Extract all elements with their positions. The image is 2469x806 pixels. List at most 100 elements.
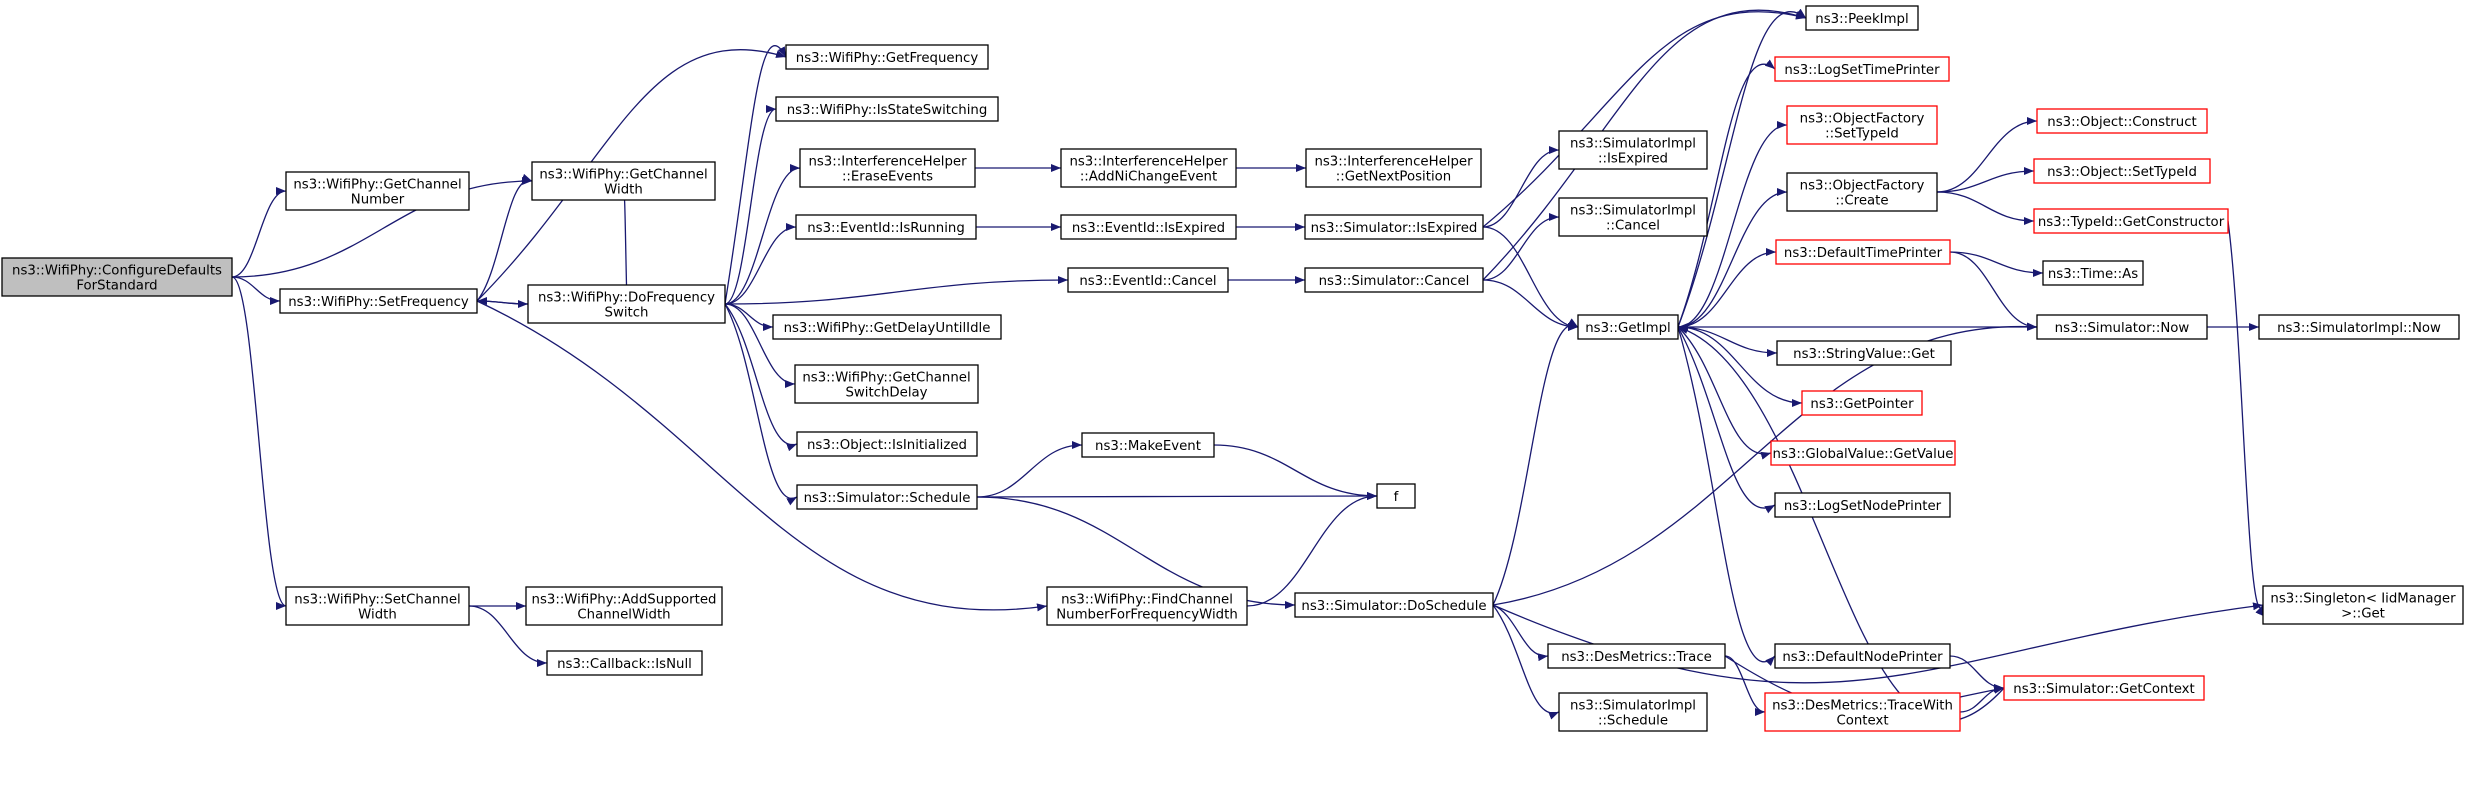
edge-objectfactorycreate-to-typeidgetconstructor: [1936, 191, 2035, 225]
edge-dofrequencyswitch-to-simulatorschedule: [724, 303, 798, 506]
node-logsettimeprinter[interactable]: ns3::LogSetTimePrinter: [1774, 56, 1950, 82]
node-logsetnodeprinter[interactable]: ns3::LogSetNodePrinter: [1774, 492, 1951, 518]
node-label-defaulttimeprinter-line-0: ns3::DefaultTimePrinter: [1784, 246, 1943, 261]
node-isstateswitching[interactable]: ns3::WifiPhy::IsStateSwitching: [775, 96, 999, 122]
node-setfrequency[interactable]: ns3::WifiPhy::SetFrequency: [279, 288, 478, 314]
node-objectisinitialized[interactable]: ns3::Object::IsInitialized: [796, 431, 978, 457]
node-timeas[interactable]: ns3::Time::As: [2042, 260, 2144, 286]
edge-simulatorcancel-to-peekimpl: [1482, 9, 1807, 281]
edge-setfrequency-to-getfrequency: [476, 49, 787, 302]
node-f[interactable]: f: [1376, 483, 1416, 509]
node-configure[interactable]: ns3::WifiPhy::ConfigureDefaultsForStanda…: [1, 257, 233, 297]
node-objectsettypeid[interactable]: ns3::Object::SetTypeId: [2033, 158, 2211, 184]
node-getdelayuntilidle[interactable]: ns3::WifiPhy::GetDelayUntilIdle: [772, 314, 1002, 340]
node-simimplisexpired[interactable]: ns3::SimulatorImpl::IsExpired: [1558, 130, 1708, 170]
node-eventidisexpired[interactable]: ns3::EventId::IsExpired: [1060, 214, 1237, 240]
node-box-getdelayuntilidle: [772, 314, 1002, 340]
edge-configure-to-setfrequency: [231, 276, 281, 305]
node-box-simulatorcancel: [1304, 267, 1484, 293]
node-label-objectsettypeid-line-0: ns3::Object::SetTypeId: [2047, 165, 2197, 180]
node-label-configure-line-0: ns3::WifiPhy::ConfigureDefaults: [12, 264, 222, 279]
node-label-findchannelnumber-line-1: NumberForFrequencyWidth: [1056, 608, 1238, 623]
node-box-interferencenextpos: [1305, 148, 1482, 188]
node-getpointer[interactable]: ns3::GetPointer: [1801, 390, 1923, 416]
node-box-simimplschedule: [1558, 692, 1708, 732]
node-label-desmetricstrace-line-0: ns3::DesMetrics::Trace: [1561, 650, 1712, 665]
node-label-isstateswitching-line-0: ns3::WifiPhy::IsStateSwitching: [787, 103, 988, 118]
edge-dofrequencyswitch-to-eventidcancel: [724, 276, 1069, 305]
edge-objectfactorycreate-to-objectconstruct: [1936, 117, 2038, 193]
node-eventidcancel[interactable]: ns3::EventId::Cancel: [1067, 267, 1229, 293]
node-peekimpl[interactable]: ns3::PeekImpl: [1805, 5, 1919, 31]
node-eventidisrunning[interactable]: ns3::EventId::IsRunning: [795, 214, 977, 240]
node-simulatorgetcontext[interactable]: ns3::Simulator::GetContext: [2003, 675, 2205, 701]
node-objectfactorysettypeid[interactable]: ns3::ObjectFactory::SetTypeId: [1786, 105, 1938, 145]
node-label-dofrequencyswitch-line-1: Switch: [605, 306, 649, 321]
edge-getimpl-to-logsettimeprinter: [1677, 59, 1776, 328]
edge-getimpl-to-peekimpl: [1677, 8, 1807, 328]
node-interferenceaddni[interactable]: ns3::InterferenceHelper::AddNiChangeEven…: [1060, 148, 1237, 188]
node-label-objectfactorysettypeid-line-1: ::SetTypeId: [1825, 127, 1899, 142]
node-box-peekimpl: [1805, 5, 1919, 31]
node-simulatornow[interactable]: ns3::Simulator::Now: [2036, 314, 2208, 340]
node-getfrequency[interactable]: ns3::WifiPhy::GetFrequency: [785, 44, 989, 70]
node-simimplnow[interactable]: ns3::SimulatorImpl::Now: [2258, 314, 2460, 340]
node-label-objectconstruct-line-0: ns3::Object::Construct: [2047, 115, 2196, 130]
edge-dofrequencyswitch-to-getchannelswitchdelay: [724, 303, 796, 388]
node-findchannelnumber[interactable]: ns3::WifiPhy::FindChannelNumberForFreque…: [1046, 586, 1248, 626]
node-simulatorcancel[interactable]: ns3::Simulator::Cancel: [1304, 267, 1484, 293]
node-label-simimplnow-line-0: ns3::SimulatorImpl::Now: [2277, 321, 2441, 336]
node-globalvaluegetvalue[interactable]: ns3::GlobalValue::GetValue: [1770, 440, 1956, 466]
edge-dofrequencyswitch-to-setfrequency: [476, 297, 529, 306]
node-box-typeidgetconstructor: [2033, 208, 2229, 234]
node-label-findchannelnumber-line-0: ns3::WifiPhy::FindChannel: [1061, 593, 1233, 608]
node-box-objectfactorysettypeid: [1786, 105, 1938, 145]
node-typeidgetconstructor[interactable]: ns3::TypeId::GetConstructor: [2033, 208, 2229, 234]
node-callbackisnull[interactable]: ns3::Callback::IsNull: [546, 650, 703, 676]
node-simulatorschedule[interactable]: ns3::Simulator::Schedule: [796, 484, 978, 510]
node-interferencenextpos[interactable]: ns3::InterferenceHelper::GetNextPosition: [1305, 148, 1482, 188]
node-simimplschedule[interactable]: ns3::SimulatorImpl::Schedule: [1558, 692, 1708, 732]
node-box-simulatorgetcontext: [2003, 675, 2205, 701]
node-label-simulatornow-line-0: ns3::Simulator::Now: [2055, 321, 2190, 336]
node-label-f-line-0: f: [1394, 490, 1399, 505]
node-box-simulatornow: [2036, 314, 2208, 340]
edge-dofrequencyswitch-to-getfrequency: [724, 45, 787, 305]
node-objectconstruct[interactable]: ns3::Object::Construct: [2036, 108, 2208, 134]
edge-getimpl-to-logsetnodeprinter: [1677, 326, 1776, 514]
node-box-setchannelwidth: [285, 586, 470, 626]
edge-findchannelnumber-to-f: [1246, 492, 1378, 607]
node-label-addsupportedchannelwidth-line-0: ns3::WifiPhy::AddSupported: [532, 593, 717, 608]
node-box-logsettimeprinter: [1774, 56, 1950, 82]
node-simimplcancel[interactable]: ns3::SimulatorImpl::Cancel: [1558, 197, 1708, 237]
edge-dofrequencyswitch-to-eventidisrunning: [724, 223, 797, 305]
node-simulatordoschedule[interactable]: ns3::Simulator::DoSchedule: [1294, 592, 1494, 618]
node-label-interferenceaddni-line-1: ::AddNiChangeEvent: [1080, 170, 1217, 185]
node-interferenceerase[interactable]: ns3::InterferenceHelper::EraseEvents: [799, 148, 976, 188]
node-label-typeidgetconstructor-line-0: ns3::TypeId::GetConstructor: [2038, 215, 2225, 230]
node-objectfactorycreate[interactable]: ns3::ObjectFactory::Create: [1786, 172, 1938, 212]
node-label-setchannelwidth-line-0: ns3::WifiPhy::SetChannel: [294, 593, 460, 608]
node-label-logsetnodeprinter-line-0: ns3::LogSetNodePrinter: [1784, 499, 1942, 514]
node-makeevent[interactable]: ns3::MakeEvent: [1081, 432, 1215, 458]
node-simulatorisexpired[interactable]: ns3::Simulator::IsExpired: [1304, 214, 1484, 240]
node-box-defaultnodeprinter: [1774, 643, 1951, 669]
node-label-interferencenextpos-line-0: ns3::InterferenceHelper: [1314, 155, 1473, 170]
node-box-simimplnow: [2258, 314, 2460, 340]
node-defaultnodeprinter[interactable]: ns3::DefaultNodePrinter: [1774, 643, 1951, 669]
nodes-layer: ns3::WifiPhy::ConfigureDefaultsForStanda…: [1, 5, 2464, 732]
node-singletonget[interactable]: ns3::Singleton< IidManager >::Get: [2262, 585, 2464, 625]
node-stringvalueget[interactable]: ns3::StringValue::Get: [1776, 340, 1952, 366]
node-defaulttimeprinter[interactable]: ns3::DefaultTimePrinter: [1775, 239, 1951, 265]
node-getimpl[interactable]: ns3::GetImpl: [1577, 314, 1679, 340]
edge-configure-to-getchannelwidth: [231, 177, 533, 278]
node-desmetricstrace[interactable]: ns3::DesMetrics::Trace: [1547, 643, 1726, 669]
node-box-simulatordoschedule: [1294, 592, 1494, 618]
